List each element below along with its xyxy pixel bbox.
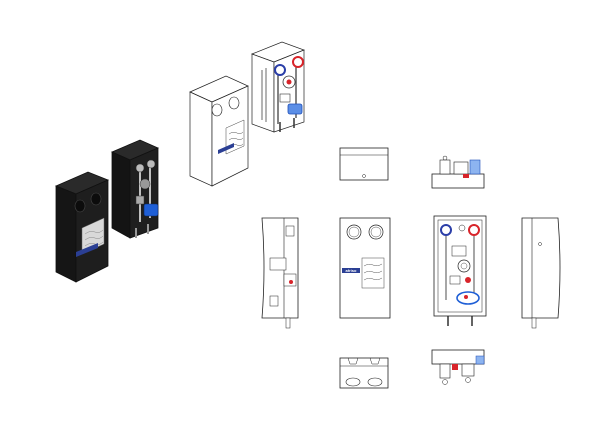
isometric-white-open [251, 41, 305, 133]
isometric-dark-open [111, 139, 159, 239]
view-front-closed: afriso [339, 217, 391, 319]
view-front-open [433, 215, 487, 326]
pump-icon [143, 203, 159, 217]
view-bottom-unit [431, 349, 485, 385]
view-left-side [261, 217, 299, 329]
view-bottom-cover [339, 357, 389, 389]
brand-logo [342, 268, 360, 273]
brand-label: afriso [346, 268, 357, 273]
isometric-white-cover [189, 75, 249, 187]
valve-red-icon [292, 56, 304, 68]
valve-blue-icon [274, 64, 286, 76]
brand-badge [76, 243, 98, 257]
view-top-cover [339, 147, 389, 181]
view-top-unit [431, 155, 485, 189]
view-right-side [521, 217, 561, 329]
isometric-dark-closed [54, 171, 110, 283]
